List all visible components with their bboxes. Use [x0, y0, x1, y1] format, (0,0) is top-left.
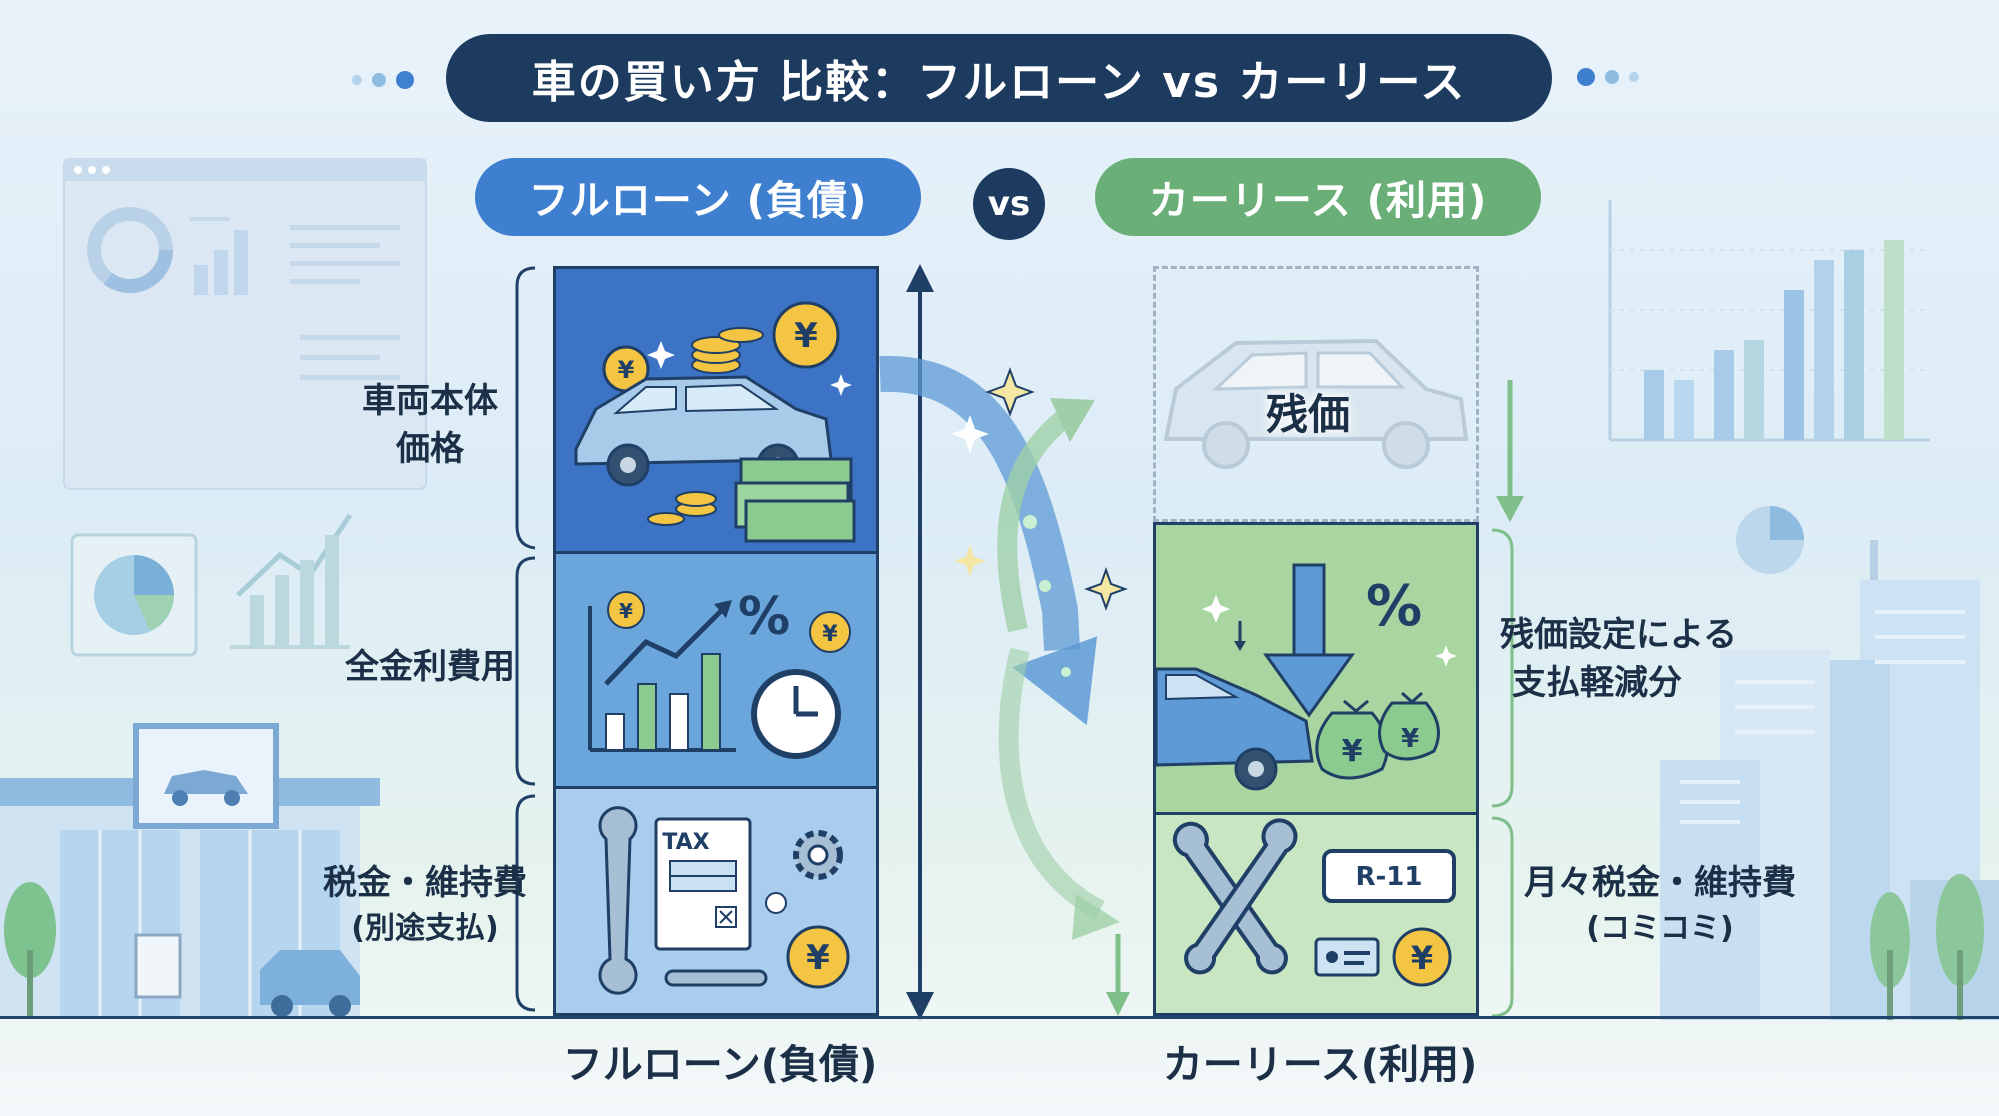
- car-lease-cost-column: % ¥ ¥ R-11 ¥: [1153, 522, 1479, 1016]
- residual-value-box: 残価: [1153, 266, 1479, 522]
- svg-text:¥: ¥: [1401, 724, 1419, 754]
- title-right-dots: [1577, 68, 1639, 86]
- dot: [396, 71, 414, 89]
- title-left-dots: [352, 71, 414, 89]
- car-with-money-icon: ¥ ¥: [574, 301, 856, 543]
- svg-text:%: %: [1366, 574, 1422, 639]
- vehicle-price-label-line2: 価格: [396, 428, 464, 469]
- dot: [1629, 72, 1639, 82]
- dot: [372, 73, 386, 87]
- full-loan-bottom-label: フルローン(負債): [562, 1042, 878, 1088]
- interest-cost-label-line1: 全金利費用: [345, 647, 515, 687]
- faded-car-icon: [1163, 338, 1469, 469]
- background-dashboard-illustration: [63, 158, 427, 657]
- tax-maintenance-segment: TAX ¥: [556, 789, 876, 1013]
- svg-text:¥: ¥: [619, 599, 633, 623]
- payment-reduction-label-line2: 支払軽減分: [1512, 662, 1682, 703]
- right-side-arrows: [1491, 380, 1524, 1018]
- svg-text:¥: ¥: [1342, 734, 1363, 769]
- ground-line: [0, 1016, 1999, 1019]
- svg-text:%: %: [738, 587, 790, 647]
- svg-text:¥: ¥: [794, 316, 818, 356]
- interest-chart-icon: ¥ % ¥: [588, 587, 851, 759]
- full-loan-pill: フルローン (負債): [475, 158, 921, 236]
- monthly-tax-maintenance-label-line1: 月々税金・維持費: [1524, 863, 1796, 903]
- svg-text:¥: ¥: [1411, 939, 1433, 977]
- car-dealership-illustration: [0, 723, 380, 1017]
- svg-text:¥: ¥: [806, 938, 830, 978]
- dot: [1577, 68, 1595, 86]
- lease-maintenance-icons: R-11 ¥: [1172, 818, 1456, 987]
- car-lease-bottom-label: カーリース(利用): [1162, 1042, 1478, 1088]
- license-plate-text: R-11: [1356, 862, 1423, 892]
- car-lease-pill: カーリース (利用): [1095, 158, 1541, 236]
- background-bar-chart-illustration: [1608, 200, 1930, 442]
- vehicle-price-label: 車両本体 価格: [330, 378, 530, 473]
- dot: [1605, 70, 1619, 84]
- monthly-tax-maintenance-label: 月々税金・維持費 (コミコミ): [1510, 860, 1810, 950]
- left-brackets: [515, 266, 536, 1012]
- payment-reduction-segment: % ¥ ¥: [1154, 525, 1476, 815]
- flow-arrows: [879, 355, 1128, 940]
- city-skyline-illustration: [1660, 506, 1999, 1020]
- svg-text:¥: ¥: [822, 622, 838, 647]
- interest-cost-segment: ¥ % ¥: [556, 554, 876, 789]
- interest-cost-label: 全金利費用: [320, 644, 540, 692]
- svg-text:¥: ¥: [618, 356, 635, 384]
- tax-maintenance-icons: TAX ¥: [598, 806, 850, 995]
- tax-maintenance-label: 税金・維持費 (別途支払): [300, 860, 550, 950]
- lease-reduction-icons: % ¥ ¥: [1154, 563, 1457, 791]
- tax-maintenance-label-line1: 税金・維持費: [323, 863, 527, 903]
- vs-badge: vs: [973, 168, 1045, 240]
- payment-reduction-label-line1: 残価設定による: [1500, 615, 1737, 655]
- monthly-tax-maintenance-segment: R-11 ¥: [1156, 815, 1476, 1013]
- residual-value-label: 残価: [1266, 390, 1351, 439]
- dot: [352, 75, 362, 85]
- vehicle-price-label-line1: 車両本体: [362, 381, 498, 421]
- monthly-tax-maintenance-label-line2: (コミコミ): [1586, 910, 1734, 946]
- tax-document-text: TAX: [662, 830, 709, 855]
- full-loan-cost-column: ¥ ¥: [553, 266, 879, 1016]
- lease-lower-arrow: [1106, 934, 1130, 1016]
- payment-reduction-label: 残価設定による 支払軽減分: [1500, 612, 1800, 707]
- page-title: 車の買い方 比較：フルローン vs カーリース: [446, 34, 1552, 122]
- total-cost-double-arrow: [906, 264, 934, 1020]
- tax-maintenance-label-line2: (別途支払): [351, 910, 499, 946]
- vehicle-price-segment: ¥ ¥: [556, 269, 876, 554]
